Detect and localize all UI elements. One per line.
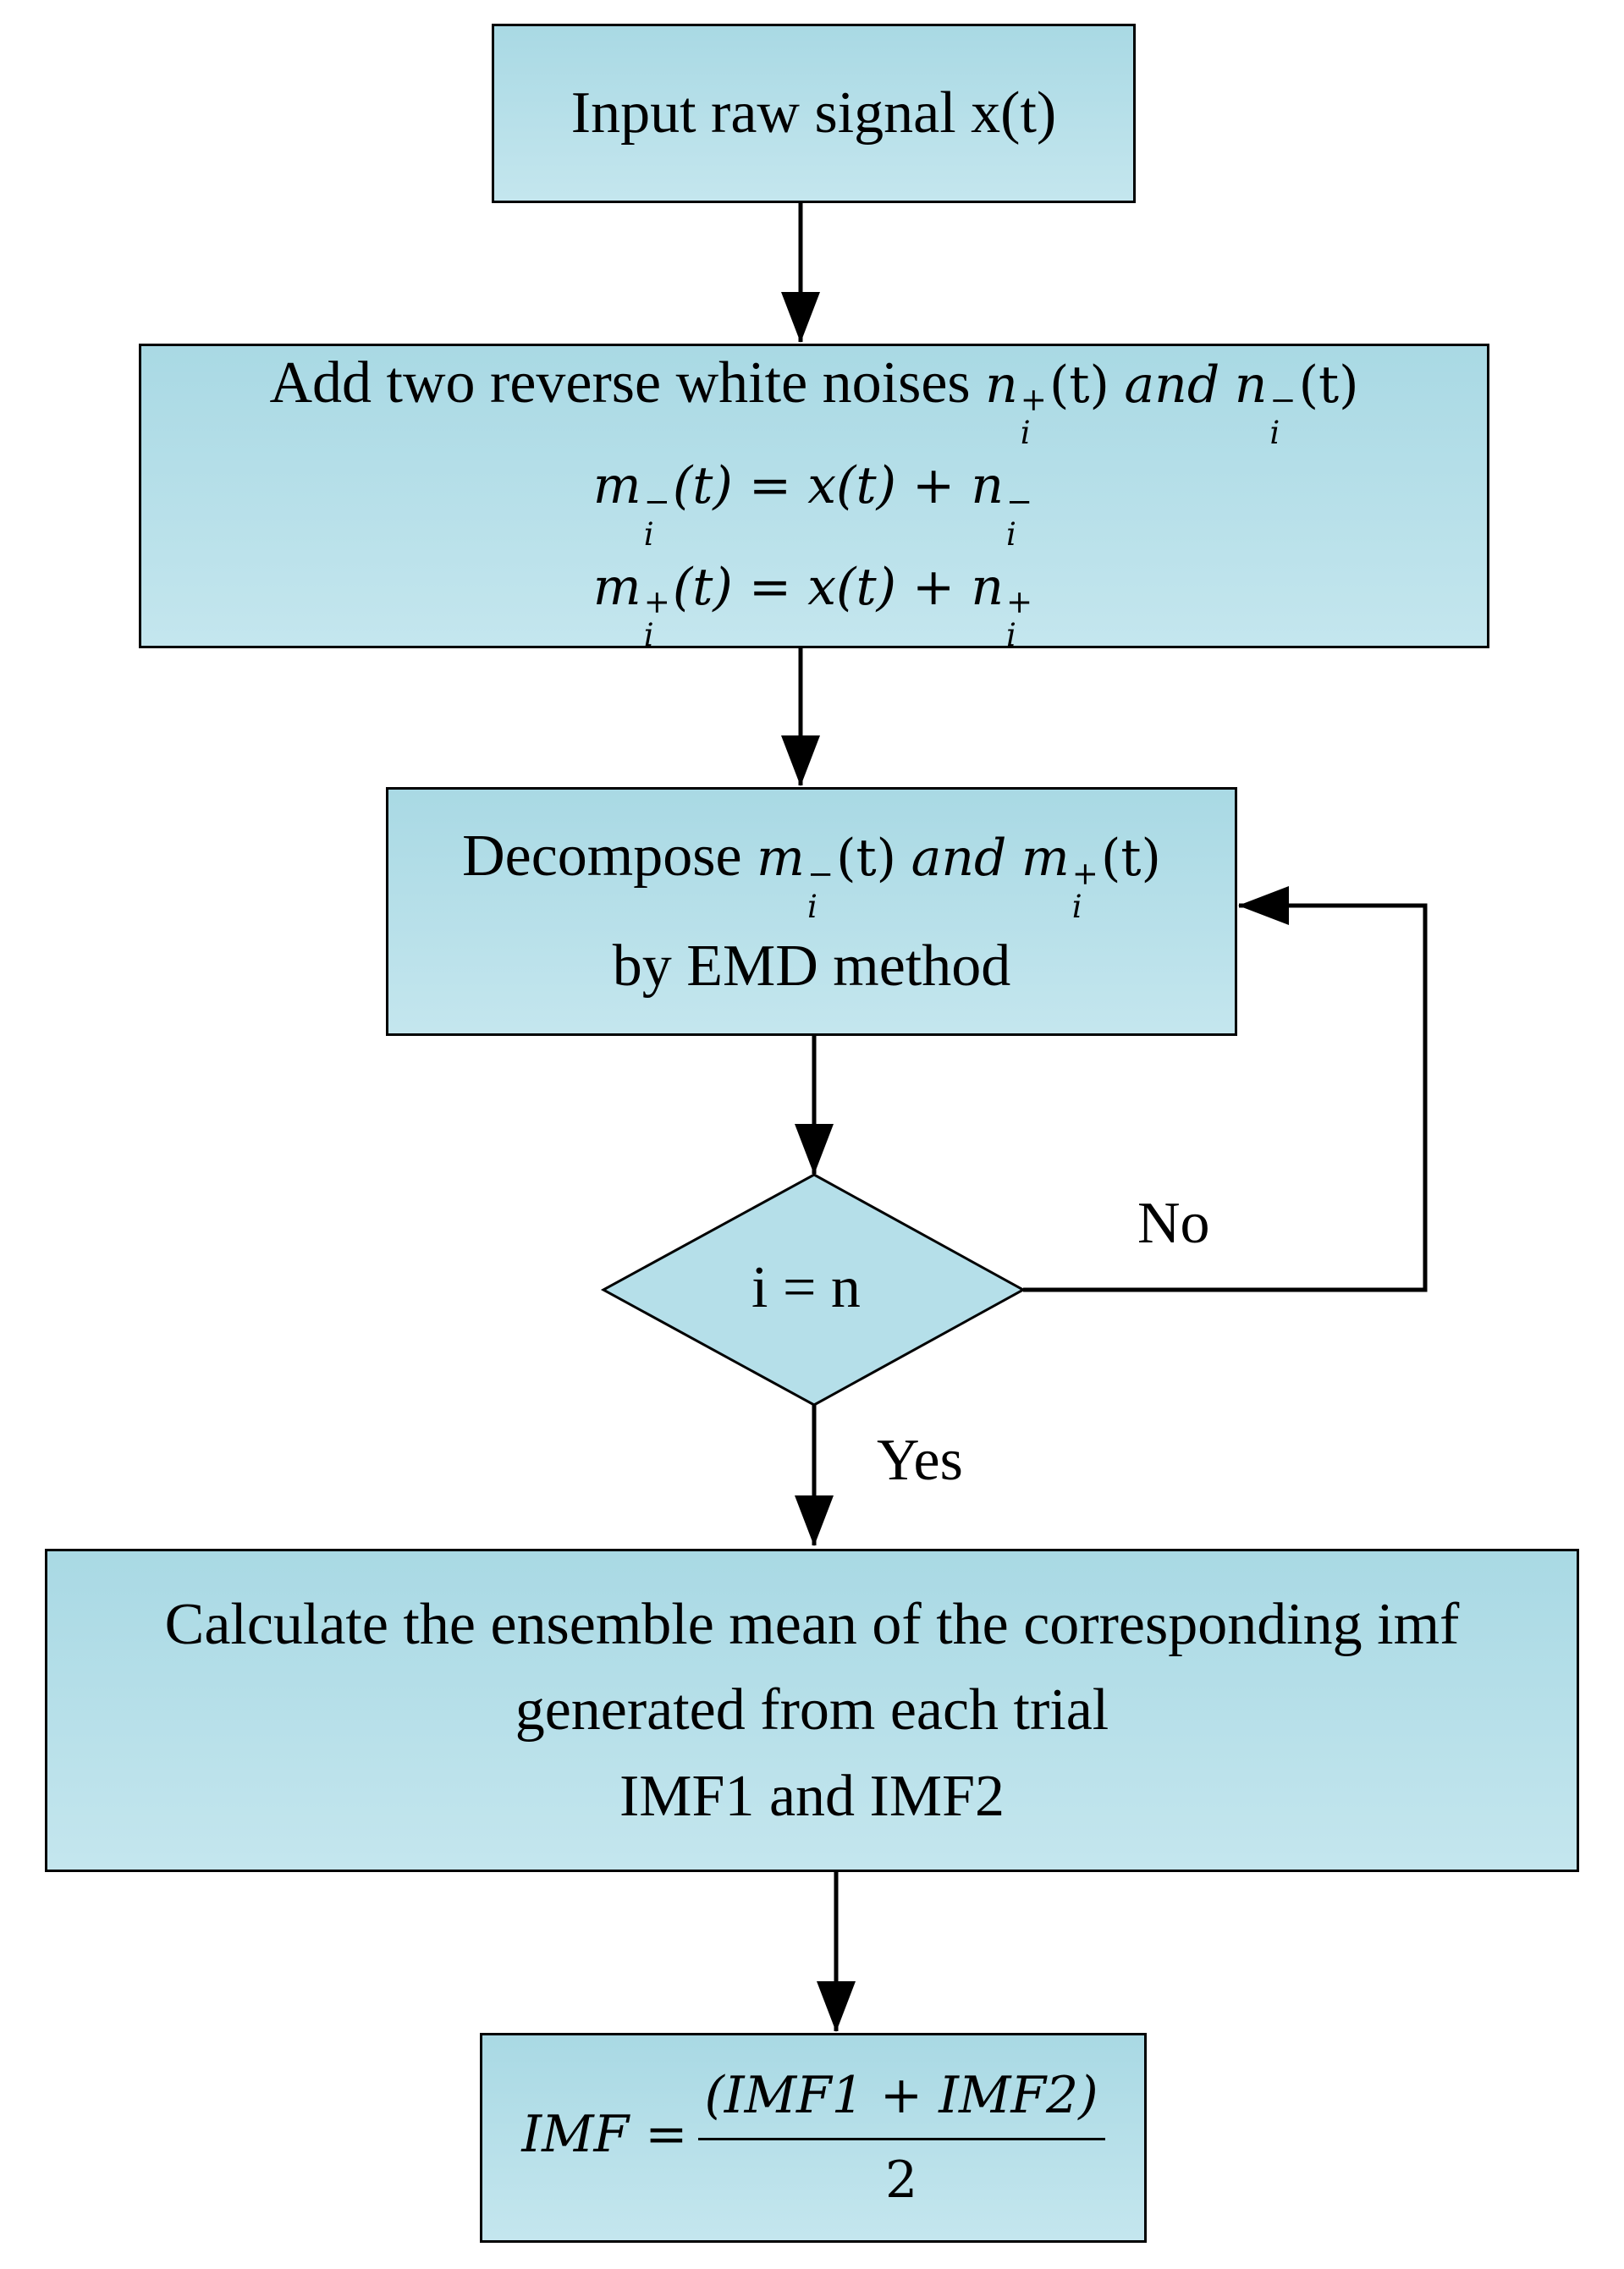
decompose-m-plus: m+i(t) (1021, 829, 1161, 925)
result-formula: IMF =(IMF1 + IMF2) 2 (521, 2059, 1105, 2217)
result-lhs: IMF = (521, 2104, 688, 2164)
result-denominator: 2 (884, 2150, 918, 2210)
add-noise-title: Add two reverse white noises n+i(t) and … (270, 340, 1359, 450)
result-box: IMF =(IMF1 + IMF2) 2 (480, 2033, 1147, 2243)
decompose-and: and (911, 829, 1007, 889)
input-box: Input raw signal x(t) (492, 24, 1136, 203)
decompose-text: Decompose (462, 823, 742, 889)
input-label: Input raw signal x(t) (570, 80, 1057, 146)
arrow-decision-no-loop (1023, 886, 1428, 1292)
equation-plus: m+i(t) = x(t) + n+i (592, 557, 1033, 654)
decompose-method: by EMD method (612, 933, 1011, 1000)
decompose-m-minus: m−i(t) (757, 829, 897, 925)
decision-diamond (600, 1173, 1027, 1407)
equation-minus: m−i(t) = x(t) + n−i (592, 456, 1033, 553)
noise-symbol-plus: n+i(t) (985, 355, 1109, 452)
noise-symbol-minus: n−i(t) (1234, 355, 1359, 452)
decompose-box: Decompose m−i(t) and m+i(t) by EMD metho… (386, 787, 1237, 1036)
ensemble-box: Calculate the ensemble mean of the corre… (45, 1549, 1579, 1872)
no-label: No (1137, 1191, 1210, 1256)
add-noise-box: Add two reverse white noises n+i(t) and … (139, 344, 1489, 652)
yes-label: Yes (877, 1428, 963, 1493)
ensemble-line-1: Calculate the ensemble mean of the corre… (164, 1591, 1460, 1657)
result-numerator: (IMF1 + IMF2) (697, 2059, 1105, 2140)
add-noise-text: Add two reverse white noises (269, 350, 971, 416)
decompose-title: Decompose m−i(t) and m+i(t) (462, 813, 1161, 923)
ensemble-line-2: generated from each trial (515, 1677, 1109, 1743)
ensemble-line-3: IMF1 and IMF2 (619, 1763, 1005, 1829)
add-noise-and: and (1124, 355, 1220, 415)
result-fraction: (IMF1 + IMF2) 2 (697, 2059, 1105, 2217)
decision-label: i = n (751, 1255, 861, 1320)
